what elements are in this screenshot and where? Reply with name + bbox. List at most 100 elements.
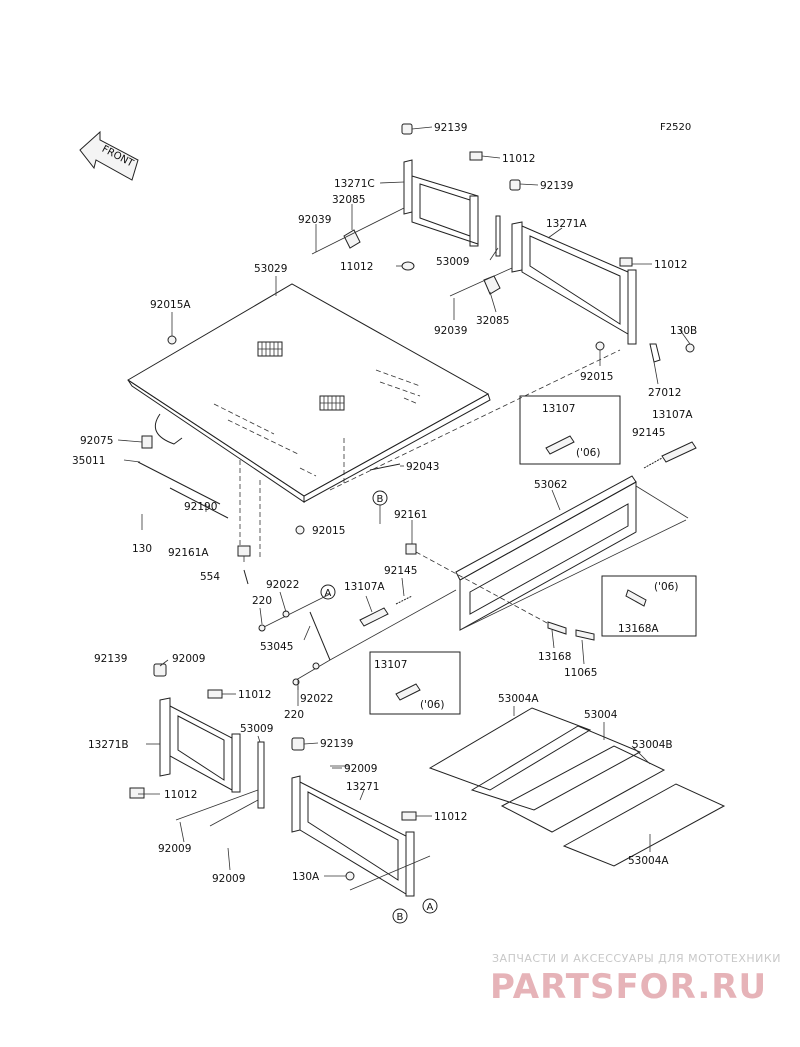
label-32085: 32085	[476, 315, 509, 327]
bolt-130a	[345, 871, 355, 881]
front-arrow-icon: FRONT	[79, 130, 139, 181]
side-panel-13271	[291, 737, 431, 897]
nut-92015-lower	[295, 525, 305, 535]
label-53009: 53009	[436, 256, 469, 268]
inset-box-13107-lower	[369, 651, 461, 715]
label-92009: 92009	[344, 763, 377, 775]
mat-53004	[470, 725, 642, 811]
label-92145: 92145	[384, 565, 417, 577]
washer-220-lower	[292, 678, 300, 686]
watermark: ЗАПЧАСТИ И АКСЕССУАРЫ ДЛЯ МОТОТЕХНИКИ PA…	[490, 952, 781, 1007]
label-year-note: ('06)	[576, 447, 600, 459]
label-92039: 92039	[298, 214, 331, 226]
plug-92139-right	[509, 179, 521, 191]
label-13168: 13168	[538, 651, 571, 663]
label-53045: 53045	[260, 641, 293, 653]
plug-92139-lower	[291, 737, 305, 751]
label-92161: 92161	[394, 509, 427, 521]
label-11012: 11012	[654, 259, 687, 271]
label-92015: 92015	[580, 371, 613, 383]
label-13271: 13271	[346, 781, 379, 793]
label-53062: 53062	[534, 479, 567, 491]
callout-b-upper: B	[372, 490, 388, 506]
label-32085: 32085	[332, 194, 365, 206]
cap-11012-lower	[401, 811, 417, 821]
washer-220-upper	[258, 624, 266, 632]
label-92043: 92043	[406, 461, 439, 473]
label-11012: 11012	[340, 261, 373, 273]
label-53004a: 53004A	[498, 693, 539, 705]
rod-35011	[137, 461, 221, 505]
label-13107a: 13107A	[344, 581, 385, 593]
mat-53004a-upper	[428, 707, 592, 791]
pin-13107a-left	[359, 607, 389, 627]
inset-box-13107	[519, 395, 621, 465]
label-92139: 92139	[540, 180, 573, 192]
floor-grid-right-icon	[319, 395, 345, 411]
label-11012: 11012	[434, 811, 467, 823]
nut-92015a	[167, 335, 177, 345]
pin-11065	[575, 629, 595, 641]
label-year-note: ('06)	[654, 581, 678, 593]
hinge-53009-upper	[495, 215, 501, 257]
label-554: 554	[200, 571, 220, 583]
label-11012: 11012	[164, 789, 197, 801]
label-53004a: 53004A	[628, 855, 669, 867]
label-11065: 11065	[564, 667, 597, 679]
plug-92139-left	[153, 663, 167, 677]
callout-a-upper: A	[320, 584, 336, 600]
svg-text:B: B	[377, 494, 384, 505]
label-92009: 92009	[212, 873, 245, 885]
label-53009: 53009	[240, 723, 273, 735]
label-92190: 92190	[184, 501, 217, 513]
bracket-92161	[405, 543, 417, 555]
cap-11012-top	[469, 151, 483, 161]
svg-text:A: A	[427, 902, 434, 913]
cap-11012-left-bottom	[129, 787, 145, 799]
label-92009: 92009	[158, 843, 191, 855]
cap-11012-right	[619, 257, 633, 267]
hinge-53009-lower	[257, 741, 265, 809]
pin-554	[243, 569, 249, 585]
label-92145: 92145	[632, 427, 665, 439]
label-27012: 27012	[648, 387, 681, 399]
label-130: 130	[132, 543, 152, 555]
svg-text:A: A	[325, 588, 332, 599]
label-92015a: 92015A	[150, 299, 191, 311]
label-35011: 35011	[72, 455, 105, 467]
label-92139: 92139	[94, 653, 127, 665]
cable-53045	[258, 589, 457, 686]
label-13271b: 13271B	[88, 739, 129, 751]
cap-11012-bottom	[401, 261, 415, 271]
floor-grid-left-icon	[257, 341, 283, 357]
hook-27012	[649, 343, 661, 363]
shaft-92190	[169, 487, 229, 519]
label-year-note: ('06)	[420, 699, 444, 711]
label-53004b: 53004B	[632, 739, 673, 751]
watermark-brand: PARTSFOR.RU	[490, 967, 767, 1007]
label-11012: 11012	[502, 153, 535, 165]
label-220: 220	[252, 595, 272, 607]
watermark-tagline: ЗАПЧАСТИ И АКСЕССУАРЫ ДЛЯ МОТОТЕХНИКИ	[492, 952, 781, 965]
figure-code: F2520	[660, 122, 691, 133]
label-130a: 130A	[292, 871, 320, 883]
rod-92043	[369, 463, 401, 471]
grommet-92075	[141, 435, 153, 449]
label-13107: 13107	[374, 659, 407, 671]
pin-13107a-right	[661, 441, 697, 463]
callout-a-lower: A	[422, 898, 438, 914]
label-13107a: 13107A	[652, 409, 693, 421]
inset-box-13168a	[601, 575, 697, 637]
leader-lines	[117, 126, 691, 877]
label-92139: 92139	[434, 122, 467, 134]
cap-11012-left-top	[207, 689, 223, 699]
washer-92022-lower	[312, 662, 320, 670]
label-130b: 130B	[670, 325, 697, 337]
spring-92145-right	[643, 457, 663, 469]
handle-left	[154, 413, 183, 445]
pin-13168	[547, 621, 567, 635]
pin-13107-lower-boxed	[395, 683, 421, 701]
plug-92139-top	[401, 123, 413, 135]
label-13271c: 13271C	[334, 178, 375, 190]
